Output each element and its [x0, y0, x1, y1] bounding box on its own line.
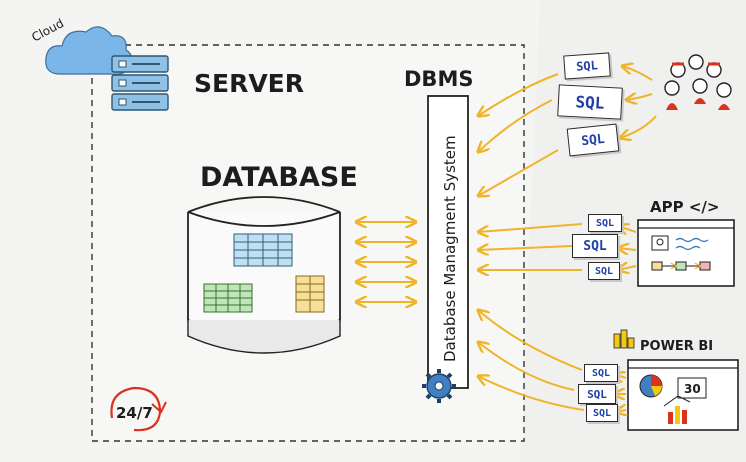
- user-sql-arrows: [478, 66, 657, 196]
- sql-card-powerbi-3: SQL: [586, 404, 618, 422]
- app-window: [637, 219, 735, 287]
- app-label: APP </>: [650, 198, 719, 216]
- users-group-icon: [664, 54, 732, 110]
- availability-circle-icon: [110, 386, 167, 432]
- sql-card-powerbi-2: SQL: [578, 384, 616, 404]
- gear-icon: [422, 369, 456, 403]
- dbms-label: DBMS: [404, 67, 473, 91]
- sql-card-app-3: SQL: [588, 262, 620, 280]
- server-label: SERVER: [194, 69, 304, 98]
- table-green: [203, 283, 253, 313]
- sql-card-powerbi-1: SQL: [584, 364, 618, 382]
- powerbi-kpi: 30: [684, 382, 701, 396]
- sql-card-users-3: SQL: [566, 123, 620, 157]
- sql-card-app-1: SQL: [588, 214, 622, 232]
- db-dbms-arrows: [356, 222, 416, 302]
- database-label: DATABASE: [200, 162, 358, 193]
- sql-card-users-2: SQL: [557, 84, 623, 120]
- table-blue: [233, 233, 293, 267]
- dbms-full-name: Database Managment System: [441, 135, 459, 362]
- powerbi-dashboard: [613, 329, 739, 431]
- availability-label: 24/7: [116, 404, 153, 422]
- server-icon: [111, 55, 169, 111]
- sql-card-users-1: SQL: [563, 52, 611, 80]
- database-cylinder: [187, 196, 341, 354]
- sql-card-app-2: SQL: [572, 234, 618, 258]
- powerbi-label: POWER BI: [640, 339, 713, 354]
- table-yellow: [295, 275, 325, 313]
- powerbi-sql-arrows: [478, 310, 626, 412]
- dbms-box: [427, 95, 469, 389]
